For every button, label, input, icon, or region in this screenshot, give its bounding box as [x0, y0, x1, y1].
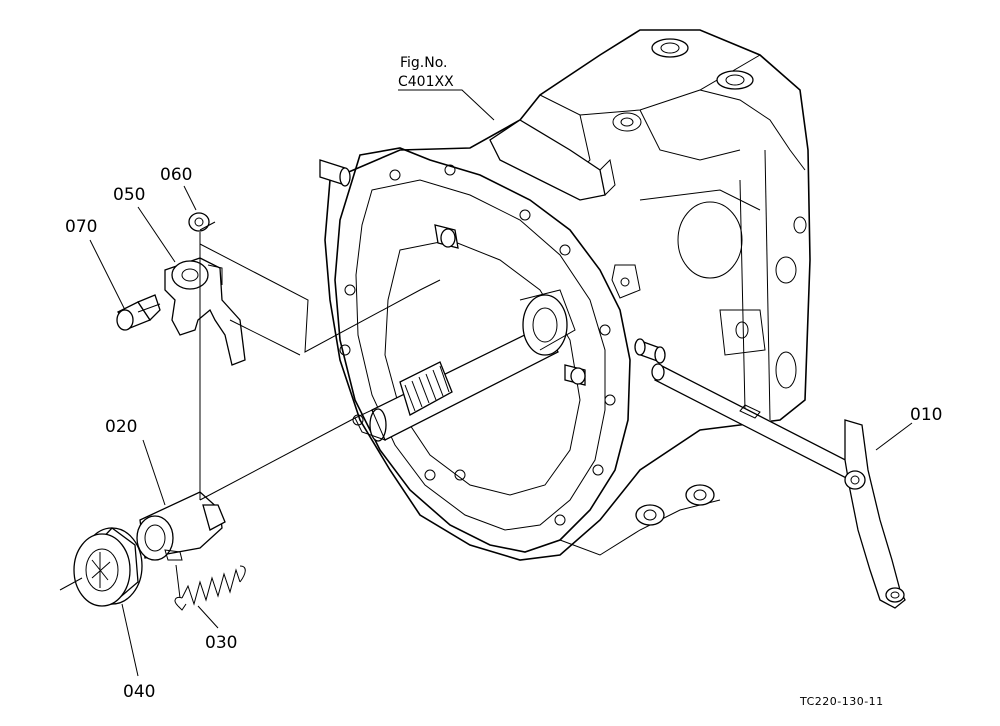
callout-040: 040 [123, 682, 155, 702]
transmission-housing [319, 29, 811, 561]
part-010-shift-rod [651, 363, 906, 609]
part-060-washer [188, 212, 210, 232]
callout-010: 010 [910, 405, 942, 425]
assembly-lines [59, 221, 441, 599]
callout-050: 050 [113, 185, 145, 205]
part-030-spring [174, 565, 246, 611]
figure-ref-label: Fig.No. [400, 55, 448, 71]
drawing-code: TC220-130-11 [799, 695, 884, 708]
leader-lines [89, 89, 913, 677]
callout-030: 030 [205, 633, 237, 653]
part-040-release-bearing [73, 527, 143, 607]
part-020-release-hub [136, 491, 226, 561]
input-shaft [354, 289, 576, 442]
callout-020: 020 [105, 417, 137, 437]
callout-070: 070 [65, 217, 97, 237]
part-070-bolt [116, 294, 161, 331]
figure-ref-number: C401XX [398, 74, 454, 90]
callout-060: 060 [160, 165, 192, 185]
part-050-release-fork [164, 257, 246, 366]
